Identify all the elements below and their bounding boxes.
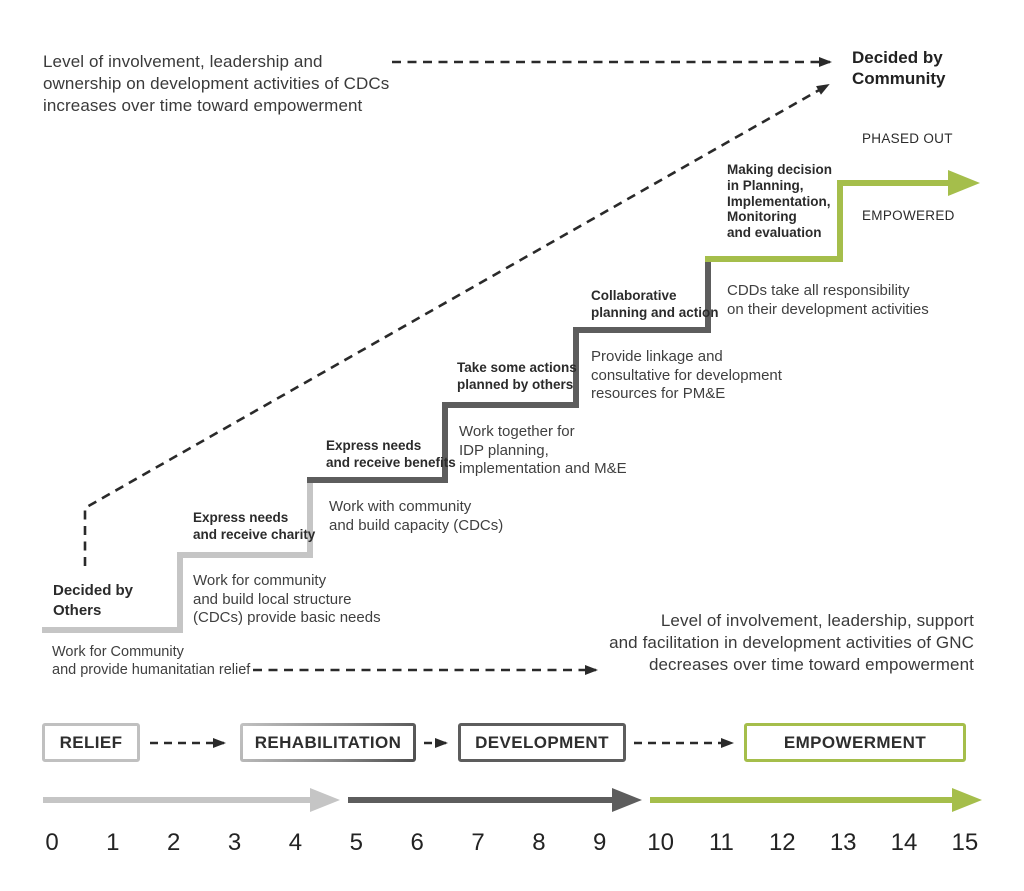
step-desc-build-local-structure: Work for community and build local struc… xyxy=(193,572,381,626)
step-desc-cdds-responsibility: CDDs take all responsibility on their de… xyxy=(727,282,929,318)
phase-box-development: DEVELOPMENT xyxy=(458,723,626,762)
timeline-tick: 12 xyxy=(768,829,796,856)
timeline-tick: 1 xyxy=(106,829,120,856)
staircase-empowerment-segment xyxy=(705,180,950,262)
phase-box-relief-label: RELIEF xyxy=(59,732,123,752)
empowered-label: EMPOWERED xyxy=(862,208,955,223)
decided-by-others-label: Decided by Others xyxy=(53,582,134,619)
phase-box-relief: RELIEF xyxy=(42,723,140,762)
timeline-tick: 2 xyxy=(167,829,181,856)
timeline-tick: 13 xyxy=(829,829,857,856)
timeline-development-arrowhead xyxy=(612,788,642,812)
timeline-tick: 9 xyxy=(593,829,607,856)
phase-box-rehabilitation-label: REHABILITATION xyxy=(254,732,402,752)
timeline-tick: 11 xyxy=(708,829,734,856)
step-label-making-decision: Making decision in Planning, Implementat… xyxy=(727,162,833,241)
step-label-collaborative-planning: Collaborative planning and action xyxy=(591,288,719,320)
decided-by-community-label: Decided by Community xyxy=(852,48,946,88)
timeline-axis: 0 1 2 3 4 5 6 7 8 9 10 11 12 13 14 15 xyxy=(34,829,983,857)
step-desc-provide-linkage: Provide linkage and consultative for dev… xyxy=(591,348,782,402)
phased-out-label: PHASED OUT xyxy=(862,131,953,146)
timeline-relief-arrowhead xyxy=(310,788,340,812)
staircase-relief-segment xyxy=(42,480,313,633)
timeline-tick: 5 xyxy=(349,829,363,856)
timeline-tick: 15 xyxy=(951,829,979,856)
timeline-tick: 14 xyxy=(890,829,918,856)
step-label-express-needs-charity: Express needs and receive charity xyxy=(193,510,316,542)
timeline-tick: 7 xyxy=(471,829,485,856)
diagonal-dashed-arrow xyxy=(83,83,830,566)
step-desc-humanitarian-relief: Work for Community and provide humanitat… xyxy=(52,644,251,678)
outro-paragraph: Level of involvement, leadership, suppor… xyxy=(609,611,974,674)
step-desc-work-together: Work together for IDP planning, implemen… xyxy=(459,423,627,477)
phase-box-empowerment: EMPOWERMENT xyxy=(744,723,966,762)
timeline-tick: 4 xyxy=(288,829,303,856)
step-desc-work-with-community: Work with community and build capacity (… xyxy=(329,498,504,534)
intro-paragraph: Level of involvement, leadership and own… xyxy=(43,52,390,115)
timeline-tick: 6 xyxy=(410,829,424,856)
phase-box-rehabilitation: REHABILITATION xyxy=(240,723,416,762)
timeline-tick: 8 xyxy=(532,829,546,856)
timeline-empowerment-arrowhead xyxy=(952,788,982,812)
timeline-tick: 10 xyxy=(647,829,674,856)
step-label-take-some-actions: Take some actions planned by others xyxy=(457,360,577,392)
step-label-express-needs-benefits: Express needs and receive benefits xyxy=(326,438,456,470)
phase-box-development-label: DEVELOPMENT xyxy=(475,732,609,752)
timeline-tick: 0 xyxy=(45,829,59,856)
timeline-tick: 3 xyxy=(227,829,242,856)
staircase-arrowhead xyxy=(948,170,980,196)
staircase-development-segment xyxy=(307,256,711,483)
phase-box-empowerment-label: EMPOWERMENT xyxy=(783,732,927,752)
